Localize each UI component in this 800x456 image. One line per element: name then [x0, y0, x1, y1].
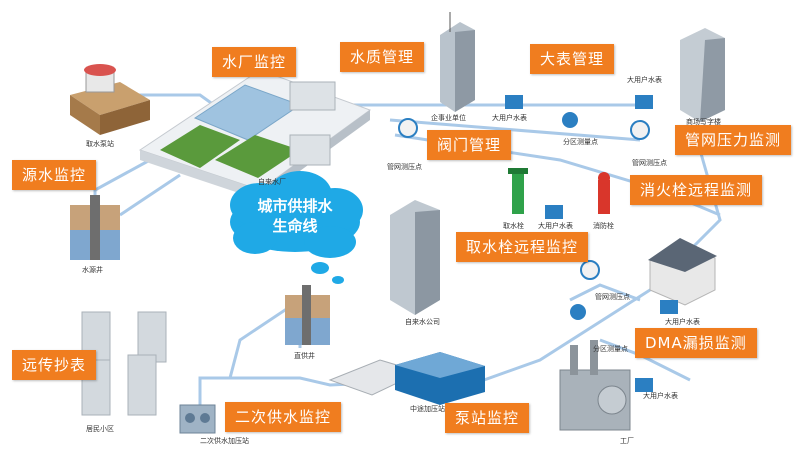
- label-intake-hydrant-monitoring[interactable]: 取水栓远程监控: [456, 232, 589, 262]
- label-pipe-pressure-monitoring[interactable]: 管网压力监测: [675, 125, 792, 155]
- label-valve-management[interactable]: 阀门管理: [427, 130, 512, 160]
- caption-intake-pump-station: 取水泵站: [86, 140, 114, 148]
- caption-big-user-meter-5: 大用户水表: [643, 392, 678, 400]
- cloud-line-1: 城市供排水: [257, 197, 333, 215]
- source-well: [70, 195, 120, 260]
- pressure-gauges: [398, 112, 650, 320]
- intake-pump-station: [70, 64, 150, 135]
- caption-deep-well: 直供井: [294, 352, 315, 360]
- caption-water-plant: 自来水厂: [258, 178, 286, 186]
- deep-well: [285, 285, 330, 345]
- water-plant: [138, 69, 372, 200]
- caption-big-user-meter-1: 大用户水表: [492, 114, 527, 122]
- label-bulk-meter-management[interactable]: 大表管理: [530, 44, 615, 74]
- flow-meters: [505, 95, 678, 392]
- label-fire-hydrant-monitoring[interactable]: 消火栓远程监测: [630, 175, 763, 205]
- cloud-caption: 城市供排水 生命线: [240, 196, 350, 236]
- lifeline-cloud: [230, 171, 363, 284]
- secondary-supply-pumps: [179, 404, 216, 434]
- caption-intake-hydrant: 取水栓: [503, 222, 524, 230]
- caption-residential: 居民小区: [86, 425, 114, 433]
- label-secondary-supply-monitoring[interactable]: 二次供水监控: [225, 402, 342, 432]
- enterprise-building: [440, 12, 475, 112]
- caption-pressure-point-2: 管网测压点: [632, 159, 667, 167]
- caption-pressure-point-1: 管网测压点: [387, 163, 422, 171]
- office-building: [680, 28, 725, 122]
- boost-station: [328, 352, 485, 405]
- caption-fire-hydrant: 消防栓: [593, 222, 614, 230]
- factory: [559, 340, 631, 431]
- caption-zone-meter-2: 分区测量点: [593, 345, 628, 353]
- caption-water-company: 自来水公司: [405, 318, 440, 326]
- caption-zone-meter-1: 分区测量点: [563, 138, 598, 146]
- caption-big-user-meter-3: 大用户水表: [538, 222, 573, 230]
- fire-hydrant-icon: [598, 172, 610, 214]
- intake-hydrant-icon: [508, 168, 528, 214]
- caption-boost-station: 中途加压站: [410, 405, 445, 413]
- caption-big-user-meter-4: 大用户水表: [665, 318, 700, 326]
- caption-source-well: 水源井: [82, 266, 103, 274]
- caption-pressure-point-3: 管网测压点: [595, 293, 630, 301]
- caption-office-building: 商场写字楼: [686, 118, 721, 126]
- caption-big-user-meter-2: 大用户水表: [627, 76, 662, 84]
- water-company-building: [390, 200, 440, 315]
- cloud-line-2: 生命线: [272, 217, 318, 235]
- label-water-plant-monitoring[interactable]: 水厂监控: [212, 47, 297, 77]
- label-dma-leakage-monitoring[interactable]: DMA漏损监测: [635, 328, 757, 358]
- label-water-quality-management[interactable]: 水质管理: [340, 42, 425, 72]
- label-pump-station-monitoring[interactable]: 泵站监控: [445, 403, 530, 433]
- label-source-water-monitoring[interactable]: 源水监控: [12, 160, 97, 190]
- caption-secondary-station: 二次供水加压站: [200, 437, 249, 445]
- villa-building: [648, 238, 717, 306]
- caption-factory: 工厂: [620, 437, 634, 445]
- label-remote-meter-reading[interactable]: 远传抄表: [12, 350, 97, 380]
- caption-enterprise: 企事业单位: [431, 114, 466, 122]
